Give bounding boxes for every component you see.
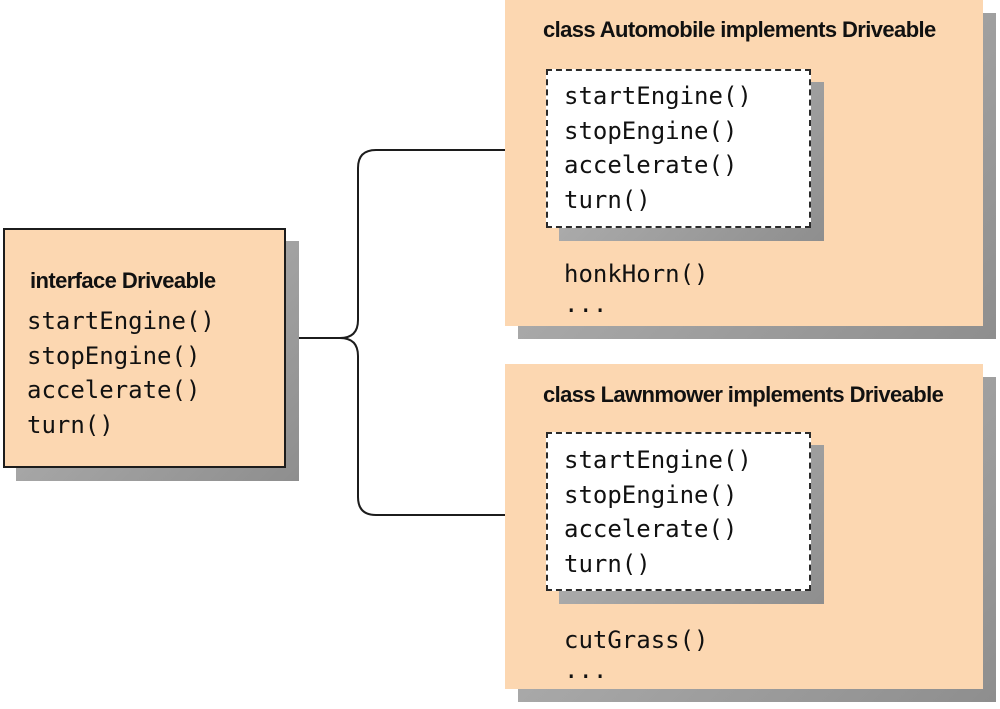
automobile-class-box: class Automobile implements Driveable st…	[505, 0, 996, 339]
method-item: accelerate()	[27, 376, 201, 404]
method-item: startEngine()	[564, 82, 752, 110]
ellipsis: ...	[564, 656, 608, 684]
method-item: stopEngine()	[564, 116, 738, 145]
lawnmower-class-box: class Lawnmower implements Driveable sta…	[505, 364, 996, 702]
method-item: startEngine()	[27, 307, 215, 335]
interface-title: interface Driveable	[30, 268, 216, 293]
ellipsis: ...	[564, 290, 608, 318]
lawnmower-title: class Lawnmower implements Driveable	[543, 382, 944, 407]
method-item: cutGrass()	[564, 626, 709, 654]
lawnmower-interface-methods-box: startEngine() stopEngine() accelerate() …	[546, 432, 824, 604]
method-item: honkHorn()	[564, 260, 709, 288]
connector-trunk	[286, 145, 541, 339]
method-item: stopEngine()	[564, 480, 738, 509]
automobile-title: class Automobile implements Driveable	[543, 17, 936, 42]
interface-driveable-box: interface Driveable startEngine() stopEn…	[3, 228, 299, 481]
automobile-interface-method-list: startEngine() stopEngine() accelerate() …	[564, 79, 752, 217]
connector-branch	[339, 337, 541, 520]
automobile-extra-method-list: honkHorn() ...	[564, 259, 709, 319]
lawnmower-extra-method-list: cutGrass() ...	[564, 625, 709, 685]
method-item: accelerate()	[564, 151, 738, 179]
method-item: accelerate()	[564, 515, 738, 543]
interface-method-list: startEngine() stopEngine() accelerate() …	[27, 304, 215, 442]
lawnmower-interface-method-list: startEngine() stopEngine() accelerate() …	[564, 443, 752, 581]
method-item: turn()	[564, 185, 651, 214]
method-item: startEngine()	[564, 446, 752, 474]
method-item: turn()	[27, 410, 114, 439]
method-item: stopEngine()	[27, 341, 201, 370]
method-item: turn()	[564, 549, 651, 578]
automobile-interface-methods-box: startEngine() stopEngine() accelerate() …	[546, 69, 824, 241]
